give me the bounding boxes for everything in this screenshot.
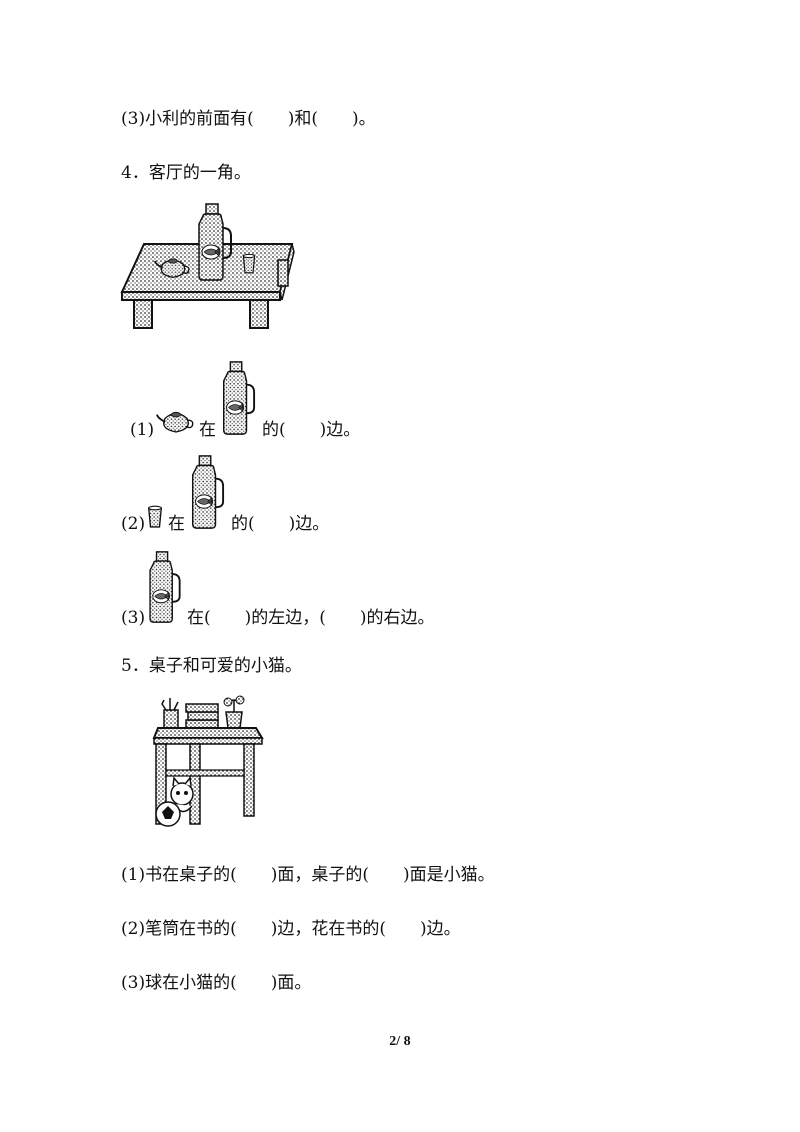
page-number: 2/ 8 [389, 1034, 411, 1049]
thermos-icon [149, 550, 181, 624]
thermos-icon [191, 454, 225, 530]
q4-3-tail: 在( )的左边，( )的右边。 [187, 608, 435, 628]
q4-1-mid: 在 [199, 420, 216, 440]
section-5-title: 5．桌子和可爱的小猫。 [121, 656, 302, 676]
cup-icon [148, 505, 162, 528]
q4-2-tail: 的( )边。 [231, 514, 330, 534]
section-4-title: 4．客厅的一角。 [121, 163, 251, 183]
question-3-line: (3)小利的前面有( )和( )。 [121, 109, 376, 129]
q5-3-line: (3)球在小猫的( )面。 [121, 973, 312, 993]
q4-1-number: (1) [130, 420, 155, 440]
teapot-icon [156, 411, 194, 433]
q4-1-tail: 的( )边。 [262, 420, 361, 440]
q5-1-line: (1)书在桌子的( )面，桌子的( )面是小猫。 [121, 865, 495, 885]
thermos-icon [222, 360, 256, 436]
q4-3-number: (3) [121, 608, 146, 628]
table-icon [120, 202, 295, 329]
q5-2-line: (2)笔筒在书的( )边，花在书的( )边。 [121, 919, 461, 939]
q4-2-number: (2) [121, 514, 146, 534]
q4-2-mid: 在 [168, 514, 185, 534]
desk-with-cat-icon [152, 695, 264, 827]
